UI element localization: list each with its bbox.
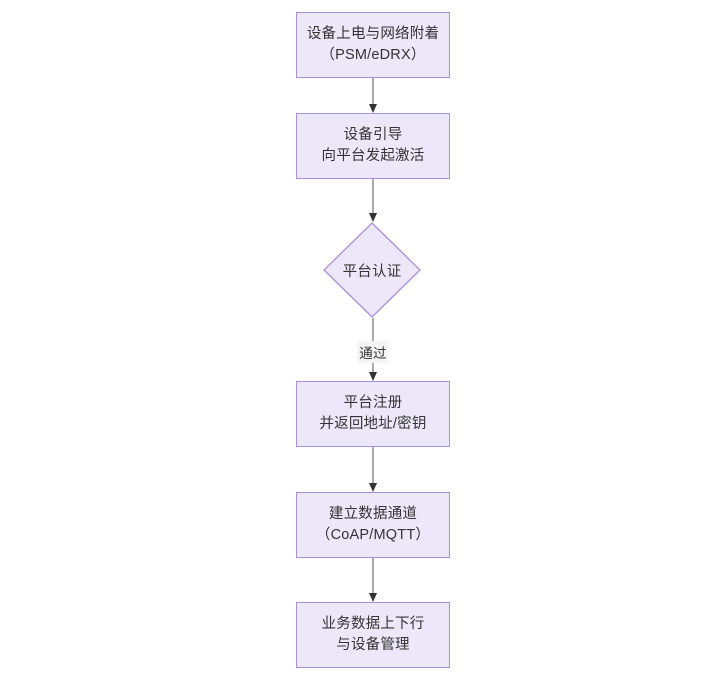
- node-label-line1: 平台认证: [342, 263, 402, 280]
- node-device-bootstrap[interactable]: 设备引导 向平台发起激活: [296, 113, 450, 179]
- edge-label-pass: 通过: [357, 341, 389, 363]
- node-label-line1: 设备引导: [343, 126, 403, 143]
- node-label-line1: 平台注册: [343, 394, 403, 411]
- node-label-line1: 建立数据通道: [328, 505, 418, 522]
- node-device-power-on[interactable]: 设备上电与网络附着 （PSM/eDRX）: [296, 12, 450, 78]
- node-label-line1: 设备上电与网络附着: [306, 25, 440, 42]
- node-label-line2: （CoAP/MQTT）: [315, 527, 431, 543]
- node-label-line1: 业务数据上下行: [321, 615, 425, 632]
- node-label-line2: 向平台发起激活: [321, 148, 425, 164]
- node-platform-auth-decision[interactable]: 平台认证: [323, 222, 421, 318]
- diamond-shape-icon: [323, 222, 421, 318]
- node-label-line2: （PSM/eDRX）: [320, 47, 426, 63]
- node-establish-data-channel[interactable]: 建立数据通道 （CoAP/MQTT）: [296, 492, 450, 558]
- node-label-line2: 与设备管理: [336, 637, 410, 653]
- node-business-data-and-device-management[interactable]: 业务数据上下行 与设备管理: [296, 602, 450, 668]
- node-platform-registration[interactable]: 平台注册 并返回地址/密钥: [296, 381, 450, 447]
- node-label-line2: 并返回地址/密钥: [319, 416, 427, 432]
